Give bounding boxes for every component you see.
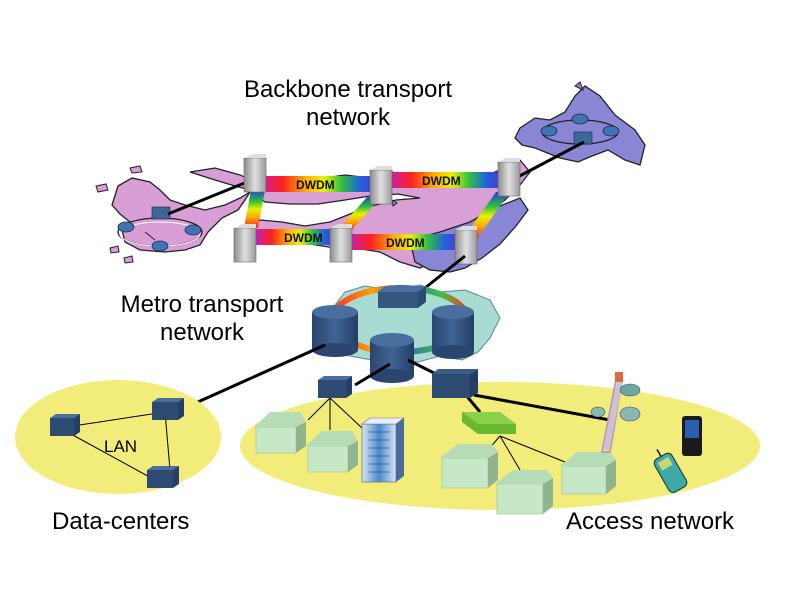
- backbone-router-icon: [454, 226, 478, 265]
- backbone-ring-east: [540, 113, 620, 145]
- lan-switch-icon: [147, 466, 179, 488]
- house-icon: [440, 444, 498, 489]
- lan-label: LAN: [104, 437, 138, 456]
- dwdm-link-bottom-left: [255, 229, 337, 245]
- dwdm-link-left-vertical: [244, 190, 265, 228]
- metro-cylinder-icon: [312, 305, 358, 357]
- backbone-routers: [233, 154, 521, 265]
- dwdm-label: DWDM: [284, 231, 323, 245]
- backbone-router-icon: [369, 166, 393, 205]
- link-east-ring: [511, 140, 585, 182]
- office-building-icon: [361, 417, 405, 483]
- dwdm-link-top-right: [388, 172, 504, 188]
- cell-tower-icon: [590, 372, 641, 453]
- house-icon: [306, 431, 358, 473]
- link-metro-datacenter: [179, 343, 326, 412]
- metro-label-line2: network: [159, 318, 245, 346]
- backbone-router-icon: [329, 224, 353, 263]
- metro-network-label: Metro transport network: [102, 291, 302, 346]
- backbone-network-label: Backbone transport network: [228, 76, 468, 131]
- backbone-router-icon: [497, 158, 521, 197]
- access-switch-icon: [432, 369, 478, 398]
- backbone-ring-west: [117, 206, 203, 252]
- lan-switch-icon: [50, 414, 80, 436]
- access-network-label: Access network: [566, 508, 735, 535]
- dwdm-label: DWDM: [386, 236, 425, 250]
- metro-nodes: [312, 286, 474, 383]
- datacenter-lan: [50, 398, 184, 488]
- metro-cylinder-icon: [432, 305, 474, 359]
- dwdm-link-center-diagonal: [336, 196, 382, 232]
- dwdm-label: DWDM: [296, 178, 335, 192]
- link-west-ring: [167, 178, 253, 216]
- dwdm-link-top-left: [258, 176, 378, 192]
- house-icon: [495, 470, 553, 515]
- dwdm-label: DWDM: [422, 174, 461, 188]
- backbone-router-icon: [233, 224, 257, 263]
- houses: [254, 412, 616, 515]
- house-icon: [560, 452, 616, 495]
- backbone-label-line1: Backbone transport: [243, 76, 453, 103]
- backbone-map-west: [95, 165, 256, 264]
- metro-label-line1: Metro transport: [120, 291, 284, 318]
- datacenters-label: Data-centers: [52, 508, 190, 535]
- house-icon: [254, 412, 306, 454]
- dwdm-links: DWDM DWDM DWDM DWDM: [244, 172, 510, 250]
- metro-cylinder-icon: [370, 333, 414, 383]
- backbone-router-icon: [243, 154, 267, 193]
- smartphone-icon: [682, 416, 702, 456]
- mobile-phone-icon: [653, 449, 688, 493]
- backbone-map-east: [514, 81, 646, 166]
- lan-switch-icon: [152, 398, 184, 420]
- backbone-label-line2: network: [305, 103, 391, 131]
- metro-switch-icon: [378, 286, 426, 308]
- optical-splitter-icon: [462, 412, 516, 434]
- dwdm-link-bottom-right: [348, 234, 462, 250]
- access-switch-icon: [318, 376, 352, 398]
